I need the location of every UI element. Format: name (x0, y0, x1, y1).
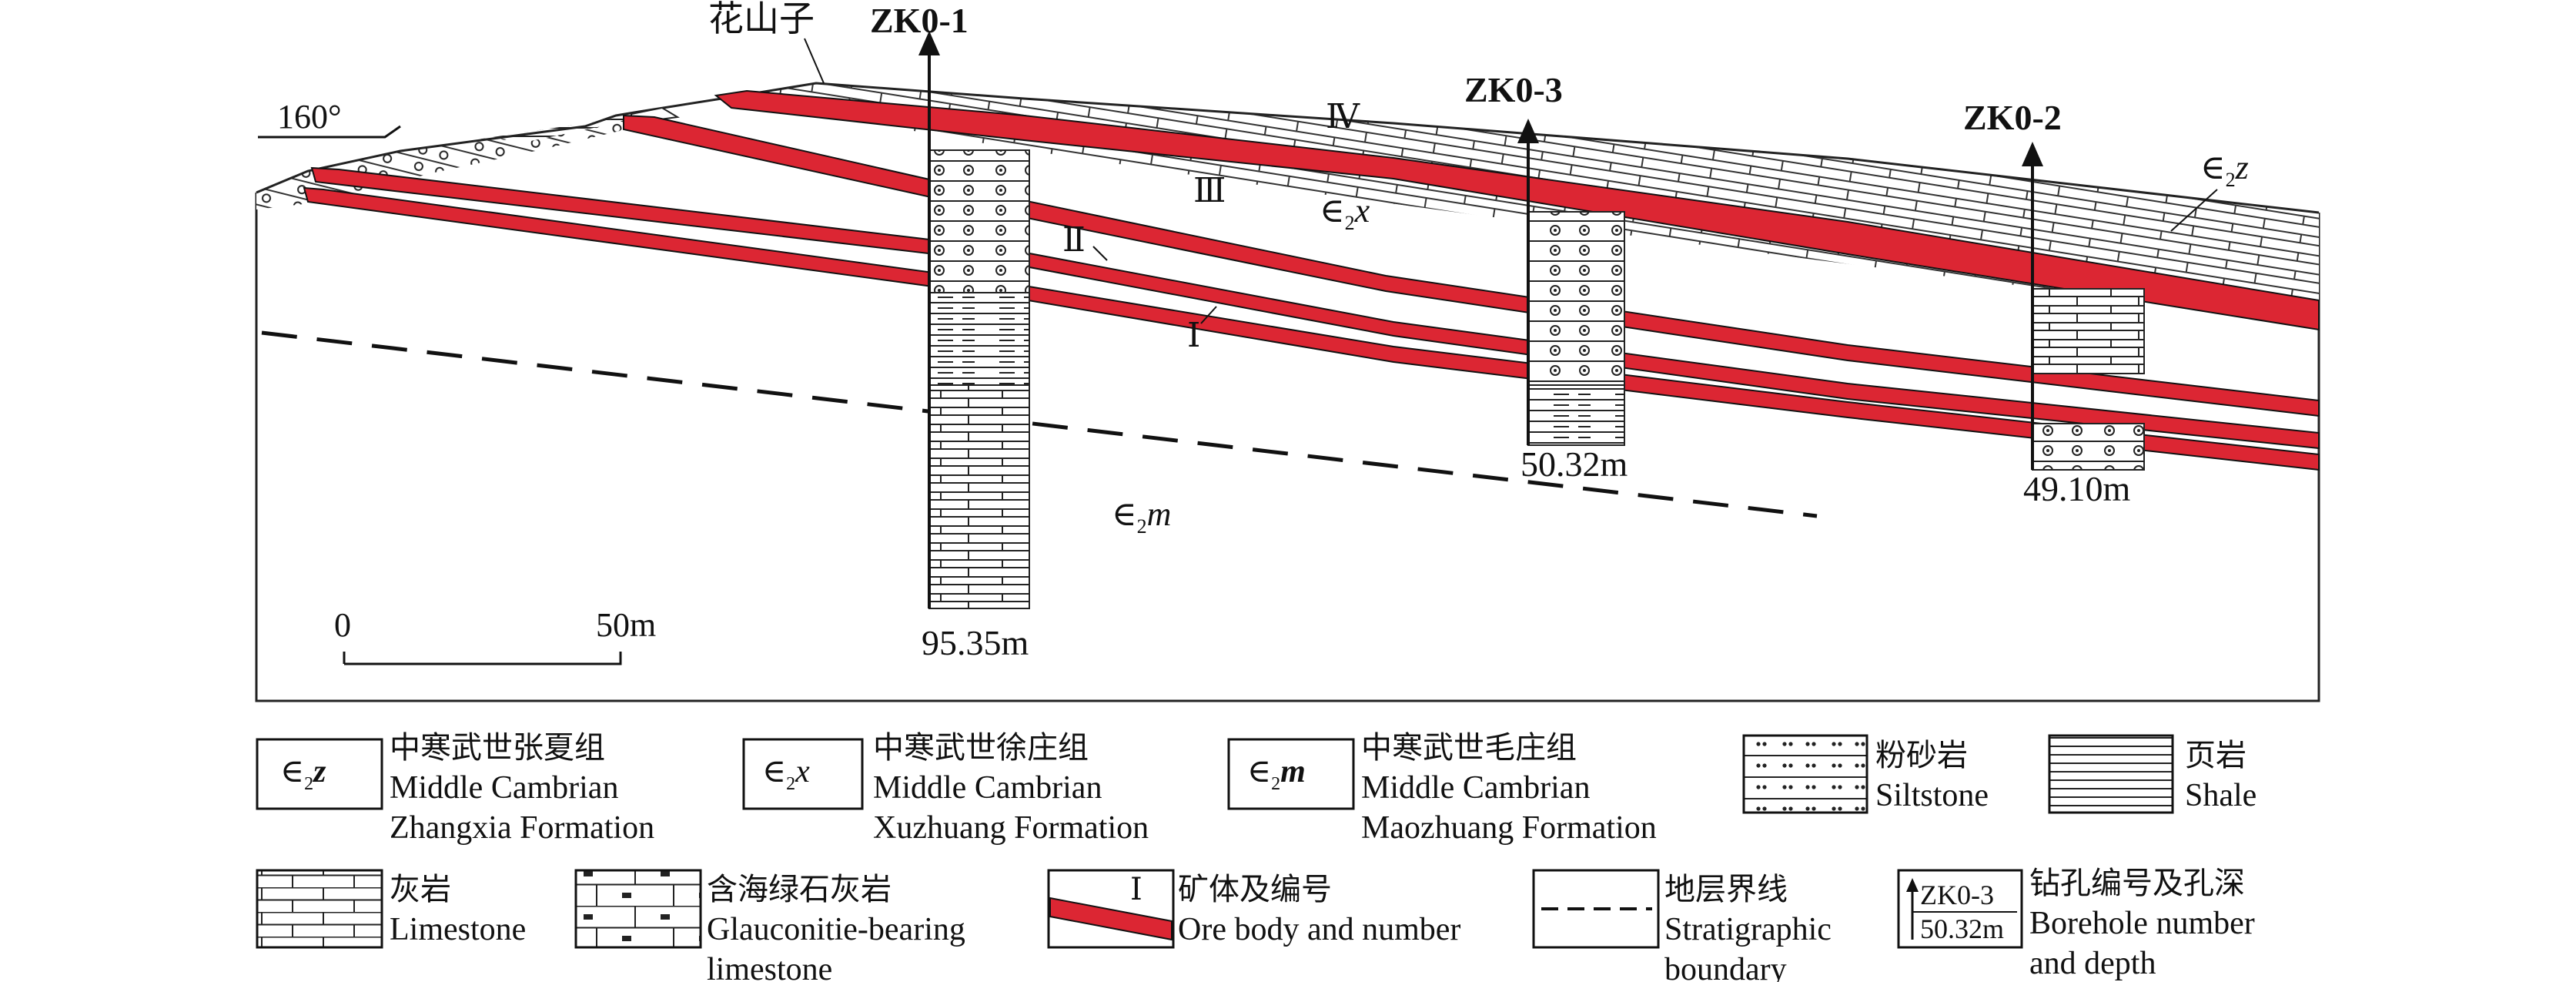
svg-text:Maozhuang Formation: Maozhuang Formation (1361, 810, 1657, 846)
svg-text:50.32m: 50.32m (1920, 913, 2004, 944)
borehole-zk0-2-id: ZK0-2 (1963, 98, 2062, 137)
azimuth-arrow (258, 125, 401, 139)
ore-label-3: Ⅲ (1193, 172, 1226, 209)
svg-text:Siltstone: Siltstone (1875, 778, 1989, 813)
legend-item-ore: Ⅰ 矿体及编号 Ore body and number (1047, 869, 1460, 949)
borehole-zk0-2 (2022, 142, 2145, 471)
legend-item-siltstone: 粉砂岩 Siltstone (1742, 734, 1989, 814)
borehole-zk0-1 (918, 31, 1030, 609)
svg-text:Zhangxia Formation: Zhangxia Formation (390, 810, 654, 846)
cross-section: 花山子 160° ZK0-1 ZK0-3 ZK0-2 95.35m 50.32m… (255, 0, 2320, 702)
svg-text:矿体及编号: 矿体及编号 (1178, 872, 1332, 907)
scale-bar: 0 50m (334, 606, 656, 665)
azimuth-label: 160° (277, 98, 342, 136)
formation-label-xuzhuang: ∈2x (1320, 192, 1370, 234)
svg-text:中寒武世张夏组: 中寒武世张夏组 (390, 730, 605, 766)
borehole-zk0-2-depth: 49.10m (2023, 469, 2131, 508)
borehole-zk0-3 (1517, 119, 1625, 446)
svg-text:Middle Cambrian: Middle Cambrian (1361, 770, 1590, 806)
svg-text:Middle Cambrian: Middle Cambrian (873, 770, 1102, 806)
svg-text:钻孔编号及孔深: 钻孔编号及孔深 (2029, 866, 2245, 901)
place-name: 花山子 (708, 0, 815, 39)
svg-text:50m: 50m (596, 606, 656, 644)
svg-text:页岩: 页岩 (2185, 738, 2246, 773)
svg-text:∈2z: ∈2z (280, 754, 326, 794)
ore-body-2 (310, 166, 2320, 450)
svg-text:Shale: Shale (2185, 778, 2257, 813)
svg-text:地层界线: 地层界线 (1664, 872, 1788, 907)
svg-text:∈2z: ∈2z (2200, 149, 2249, 191)
legend-item-boundary: 地层界线 Stratigraphic boundary (1532, 869, 1832, 982)
borehole-zk0-1-id: ZK0-1 (870, 1, 969, 40)
svg-text:灰岩: 灰岩 (390, 872, 451, 907)
svg-text:Glauconitie-bearing: Glauconitie-bearing (707, 912, 965, 947)
svg-text:∈2m: ∈2m (1112, 495, 1171, 538)
svg-text:Ⅰ: Ⅰ (1130, 872, 1142, 907)
ore-body-4 (714, 89, 2320, 331)
svg-text:Middle Cambrian: Middle Cambrian (390, 770, 618, 806)
svg-text:boundary: boundary (1664, 952, 1787, 982)
svg-text:∈2m: ∈2m (1247, 754, 1306, 794)
svg-text:and depth: and depth (2029, 946, 2156, 981)
ore-label-4: Ⅳ (1326, 98, 1360, 136)
svg-text:中寒武世徐庄组: 中寒武世徐庄组 (873, 730, 1089, 766)
borehole-zk0-1-depth: 95.35m (922, 623, 1029, 662)
borehole-zk0-3-id: ZK0-3 (1464, 70, 1563, 109)
svg-text:0: 0 (334, 606, 351, 644)
legend-item-borehole: ZK0-3 50.32m 钻孔编号及孔深 Borehole number and… (1897, 866, 2255, 981)
svg-text:Limestone: Limestone (390, 912, 526, 947)
svg-text:Xuzhuang Formation: Xuzhuang Formation (873, 810, 1149, 846)
svg-text:limestone: limestone (707, 952, 832, 982)
legend-item-limestone: 灰岩 Limestone (256, 869, 526, 949)
legend-item-glauconite: 含海绿石灰岩 Glauconitie-bearing limestone (574, 869, 965, 982)
formation-label-maozhuang: ∈2m (1112, 495, 1171, 538)
legend: ∈2z 中寒武世张夏组 Middle Cambrian Zhangxia For… (256, 730, 2257, 982)
borehole-zk0-3-depth: 50.32m (1521, 444, 1628, 484)
svg-text:含海绿石灰岩: 含海绿石灰岩 (707, 872, 892, 907)
legend-item-maozhuang: ∈2m 中寒武世毛庄组 Middle Cambrian Maozhuang Fo… (1227, 730, 1657, 846)
formation-label-zhangxia: ∈2z (2170, 149, 2249, 232)
legend-item-shale: 页岩 Shale (2048, 734, 2257, 814)
legend-item-zhangxia: ∈2z 中寒武世张夏组 Middle Cambrian Zhangxia For… (256, 730, 654, 846)
svg-text:∈2x: ∈2x (1320, 192, 1370, 234)
stratigraphic-boundary (261, 330, 1818, 518)
ore-body-1 (303, 186, 2320, 471)
svg-text:Ore body and number: Ore body and number (1178, 912, 1460, 947)
svg-text:∈2x: ∈2x (762, 754, 810, 794)
ore-label-2: Ⅱ (1062, 221, 1086, 259)
svg-text:中寒武世毛庄组: 中寒武世毛庄组 (1361, 730, 1577, 766)
svg-text:ZK0-3: ZK0-3 (1920, 880, 1994, 910)
svg-text:Borehole number: Borehole number (2029, 906, 2255, 941)
legend-item-xuzhuang: ∈2x 中寒武世徐庄组 Middle Cambrian Xuzhuang For… (742, 730, 1149, 846)
svg-text:Stratigraphic: Stratigraphic (1664, 912, 1832, 947)
svg-text:粉砂岩: 粉砂岩 (1875, 738, 1968, 773)
ore-label-1: Ⅰ (1187, 317, 1200, 354)
